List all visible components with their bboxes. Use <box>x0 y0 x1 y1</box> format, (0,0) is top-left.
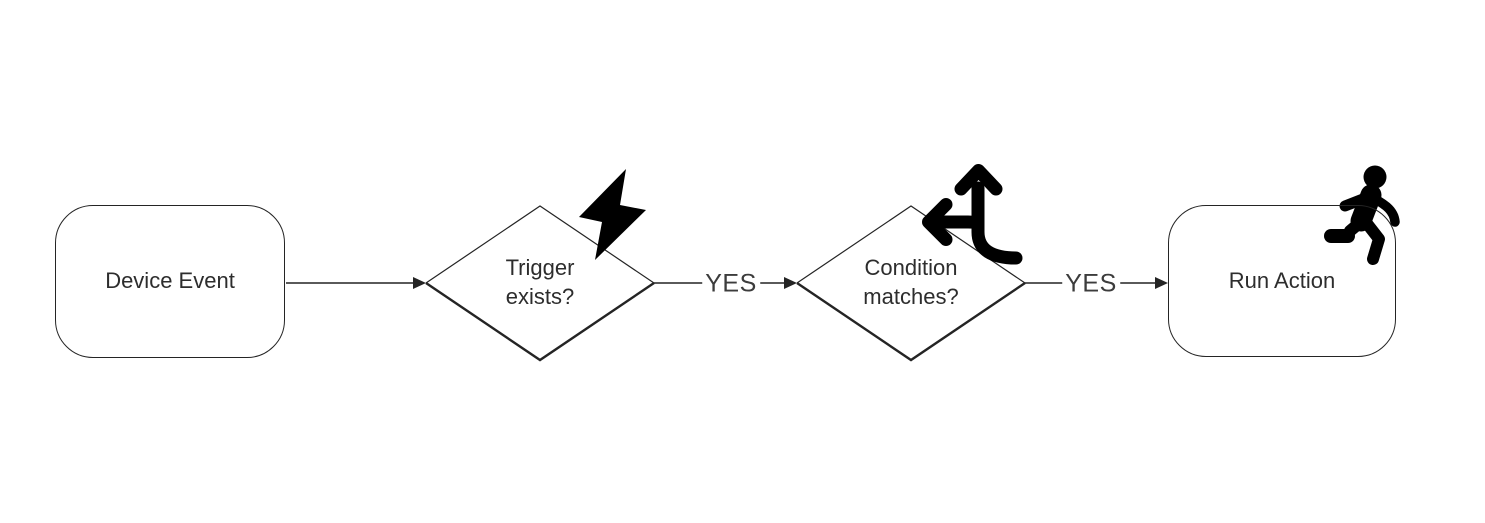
edge-label-yes-1: YES <box>702 269 760 299</box>
arrowhead-icon <box>784 277 797 289</box>
connector-device-event-to-trigger <box>286 277 426 289</box>
arrowhead-icon <box>413 277 426 289</box>
lightning-bolt-icon <box>579 169 646 260</box>
node-run-action: Run Action <box>1168 205 1396 357</box>
edge-label-yes-2: YES <box>1062 269 1120 299</box>
decision-trigger-exists-label: Trigger exists? <box>430 254 650 311</box>
arrowhead-icon <box>1155 277 1168 289</box>
node-device-event-label: Device Event <box>105 268 235 294</box>
decision-condition-matches-label: Condition matches? <box>801 254 1021 311</box>
arrows-split-icon <box>922 164 1023 265</box>
node-run-action-label: Run Action <box>1228 267 1336 293</box>
decision-condition-matches-label-line1: Condition <box>864 255 958 280</box>
decision-trigger-exists-label-line1: Trigger <box>505 255 575 280</box>
connector-condition-to-run-action <box>1025 277 1168 289</box>
decision-trigger-exists-label-line2: exists? <box>505 283 575 309</box>
connector-trigger-to-condition <box>654 277 797 289</box>
decision-condition-matches-label-line2: matches? <box>863 283 959 309</box>
decision-trigger-exists <box>425 205 655 362</box>
node-device-event: Device Event <box>55 205 285 358</box>
